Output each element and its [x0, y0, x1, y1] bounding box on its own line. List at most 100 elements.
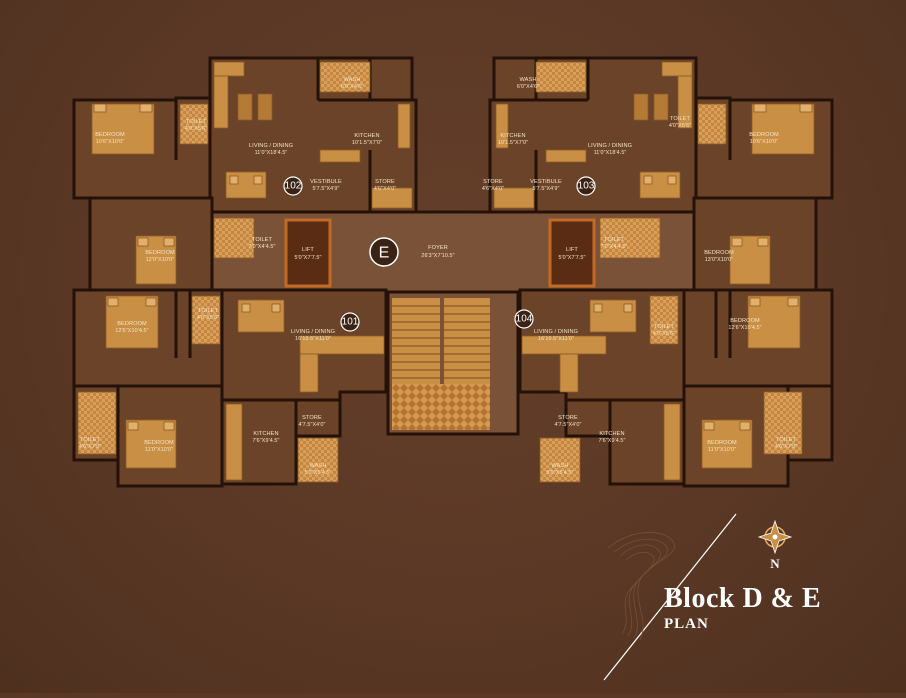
room-label: LIFT — [566, 247, 578, 253]
room-label: BEDROOM — [704, 250, 734, 256]
room-dimension: 7'0"X4'4.5" — [600, 244, 627, 250]
lift-left — [284, 218, 332, 288]
room-dimension: 5'0"X5'4.5" — [304, 470, 331, 476]
room-label: BEDROOM — [730, 318, 760, 324]
room-label: WASH — [310, 463, 327, 469]
room-dimension: 10'1.5"X7'0" — [352, 140, 382, 146]
room-dimension: 26'3"X7'10.5" — [421, 253, 454, 259]
room-dimension: 13'0"X10'0" — [705, 257, 734, 263]
room-label: LIVING / DINING — [291, 329, 335, 335]
room-label: KITCHEN — [599, 431, 624, 437]
room-dimension: 4'6"X7'0" — [79, 444, 101, 450]
block-marker-letter: E — [379, 245, 390, 262]
unit-marker-104: 104 — [514, 309, 534, 329]
room-label: BEDROOM — [95, 132, 125, 138]
room-label: KITCHEN — [500, 133, 525, 139]
unit-number-102: 102 — [285, 181, 302, 192]
interior-walls — [74, 58, 832, 486]
room-label: TOILET — [198, 308, 219, 314]
room-label: LIFT — [302, 247, 314, 253]
room-dimension: 6'0"X4'6" — [341, 84, 363, 90]
staircase — [392, 298, 490, 430]
room-label: FOYER — [428, 245, 448, 251]
room-dimension: 10'1.5"X7'0" — [498, 140, 528, 146]
room-dimension: 4'7.5"X4'0" — [554, 422, 581, 428]
room-dimension: 5'0"X7'7.5" — [558, 255, 585, 261]
plan-title-block: Block D & E PLAN — [664, 584, 894, 633]
unit-number-103: 103 — [578, 181, 595, 192]
block-marker: E — [369, 237, 399, 267]
north-compass-icon — [757, 519, 793, 555]
room-label: KITCHEN — [354, 133, 379, 139]
lift-right — [548, 218, 596, 288]
furniture-unit-102 — [91, 61, 413, 285]
room-dimension: 16'10.5"X11'0" — [295, 336, 331, 342]
room-dimension: 11'0"X18'4.5" — [594, 150, 627, 156]
room-label: TOILET — [654, 324, 675, 330]
unit-marker-103: 103 — [576, 176, 596, 196]
room-dimension: 4'0"X5'6" — [669, 123, 691, 129]
room-label: TOILET — [252, 237, 273, 243]
room-dimension: 4'6"X7'0" — [775, 444, 797, 450]
room-label: WASH — [344, 77, 361, 83]
room-dimension: 12'0"X10'0" — [146, 257, 175, 263]
room-dimension: 11'0"X18'4.5" — [255, 150, 288, 156]
room-label: BEDROOM — [144, 440, 174, 446]
room-label: BEDROOM — [749, 132, 779, 138]
unit-marker-102: 102 — [283, 176, 303, 196]
room-label: TOILET — [80, 437, 101, 443]
room-dimension: 6'0"X4'6" — [517, 84, 539, 90]
room-dimension: 5'0"X5'4.5" — [546, 470, 573, 476]
room-dimension: 16'10.5"X11'0" — [538, 336, 574, 342]
room-dimension: 5'7.5"X4'9" — [312, 186, 339, 192]
room-dimension: 12'6"X10'4.5" — [728, 325, 761, 331]
room-label: LIVING / DINING — [249, 143, 293, 149]
room-label: STORE — [558, 415, 578, 421]
room-label: LIVING / DINING — [588, 143, 632, 149]
room-label: WASH — [520, 77, 537, 83]
room-dimension: 5'0"X7'7.5" — [294, 255, 321, 261]
room-label: STORE — [302, 415, 322, 421]
room-label: TOILET — [186, 119, 207, 125]
diagonal-divider — [603, 513, 737, 681]
room-dimension: 11'0"X10'0" — [708, 447, 736, 453]
room-label: STORE — [375, 179, 395, 185]
room-dimension: 10'6"X10'0" — [96, 139, 125, 145]
room-dimension: 10'6"X10'0" — [750, 139, 779, 145]
furniture-unit-101 — [77, 295, 385, 483]
room-dimension: 4'0"X5'6" — [197, 315, 219, 321]
room-label: BEDROOM — [707, 440, 737, 446]
room-dimension: 12'6"X10'4.5" — [115, 328, 148, 334]
room-label: VESTIBULE — [310, 179, 342, 185]
room-dimension: 4'6"X4'0" — [482, 186, 504, 192]
room-dimension: 4'6"X4'0" — [374, 186, 396, 192]
room-label: KITCHEN — [253, 431, 278, 437]
north-label: N — [770, 556, 780, 571]
room-dimension: 4'0"X5'6" — [185, 126, 207, 132]
plan-title: Block D & E — [664, 583, 822, 614]
room-dimension: 4'0"X5'6" — [653, 331, 675, 337]
unit-marker-101: 101 — [340, 312, 360, 332]
room-dimension: 5'7.5"X4'9" — [532, 186, 559, 192]
room-label: LIVING / DINING — [534, 329, 578, 335]
room-dimension: 7'6"X9'4.5" — [252, 438, 279, 444]
unit-number-104: 104 — [516, 314, 533, 325]
plan-subtitle: PLAN — [664, 616, 709, 632]
room-dimension: 7'6"X9'4.5" — [598, 438, 625, 444]
furniture-unit-104 — [521, 295, 803, 483]
unit-number-101: 101 — [342, 317, 359, 328]
room-label: VESTIBULE — [530, 179, 562, 185]
room-label: TOILET — [670, 116, 691, 122]
room-dimension: 4'7.5"X4'0" — [298, 422, 325, 428]
room-label: BEDROOM — [145, 250, 175, 256]
room-label: TOILET — [604, 237, 625, 243]
contour-decoration — [607, 532, 675, 641]
room-dimension: 11'0"X10'0" — [145, 447, 173, 453]
room-label: BEDROOM — [117, 321, 147, 327]
room-label: WASH — [552, 463, 569, 469]
furniture-unit-103 — [493, 61, 815, 285]
room-label: STORE — [483, 179, 503, 185]
room-label: TOILET — [776, 437, 797, 443]
